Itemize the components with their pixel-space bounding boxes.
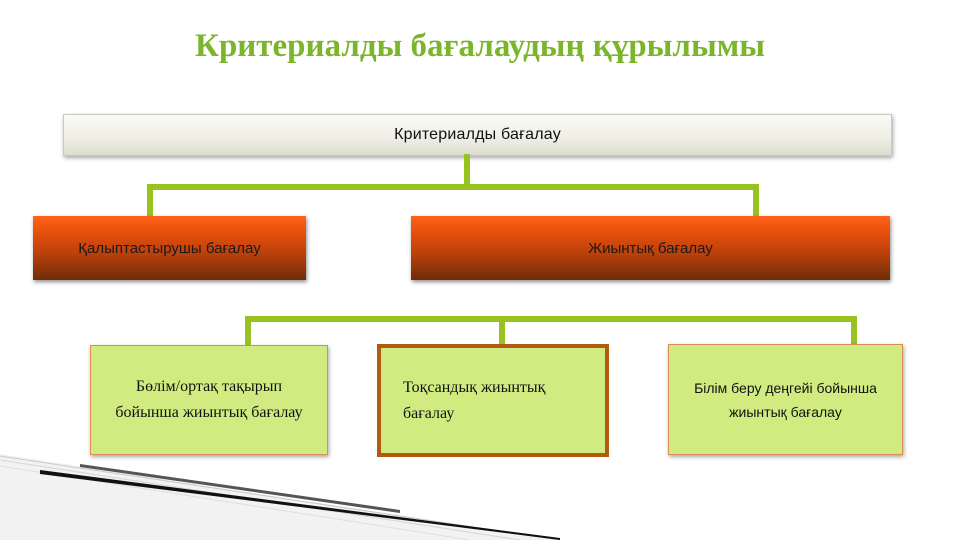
connector-level3-drop-mid xyxy=(499,316,505,346)
node-education-level-summative-label: Білім беру деңгейі бойынша жиынтық бағал… xyxy=(694,379,877,420)
node-formative-assessment: Қалыптастырушы бағалау xyxy=(33,216,306,280)
node-summative-assessment-label: Жиынтық бағалау xyxy=(588,239,713,257)
node-formative-assessment-label: Қалыптастырушы бағалау xyxy=(78,239,261,257)
node-education-level-summative: Білім беру деңгейі бойынша жиынтық бағал… xyxy=(668,344,903,455)
connector-left-drop xyxy=(147,184,153,216)
connector-level3-drop-left xyxy=(245,316,251,346)
node-unit-summative-label: Бөлім/ортақ тақырып бойынша жиынтық баға… xyxy=(115,378,303,421)
node-unit-summative: Бөлім/ортақ тақырып бойынша жиынтық баға… xyxy=(90,345,328,455)
root-node: Критериалды бағалау xyxy=(63,114,892,156)
connector-root-stem xyxy=(464,154,470,188)
connector-level2-bar xyxy=(147,184,759,190)
root-node-label: Критериалды бағалау xyxy=(394,126,561,143)
node-summative-assessment: Жиынтық бағалау xyxy=(411,216,890,280)
corner-stripes-decoration xyxy=(0,454,561,540)
connector-level3-bar xyxy=(245,316,857,322)
node-term-summative: Тоқсандық жиынтық бағалау xyxy=(377,344,609,457)
connector-right-drop xyxy=(753,184,759,216)
page-title: Критериалды бағалаудың құрылымы xyxy=(195,28,765,64)
node-term-summative-label: Тоқсандық жиынтық бағалау xyxy=(403,378,546,422)
connector-level3-drop-right xyxy=(851,316,857,346)
